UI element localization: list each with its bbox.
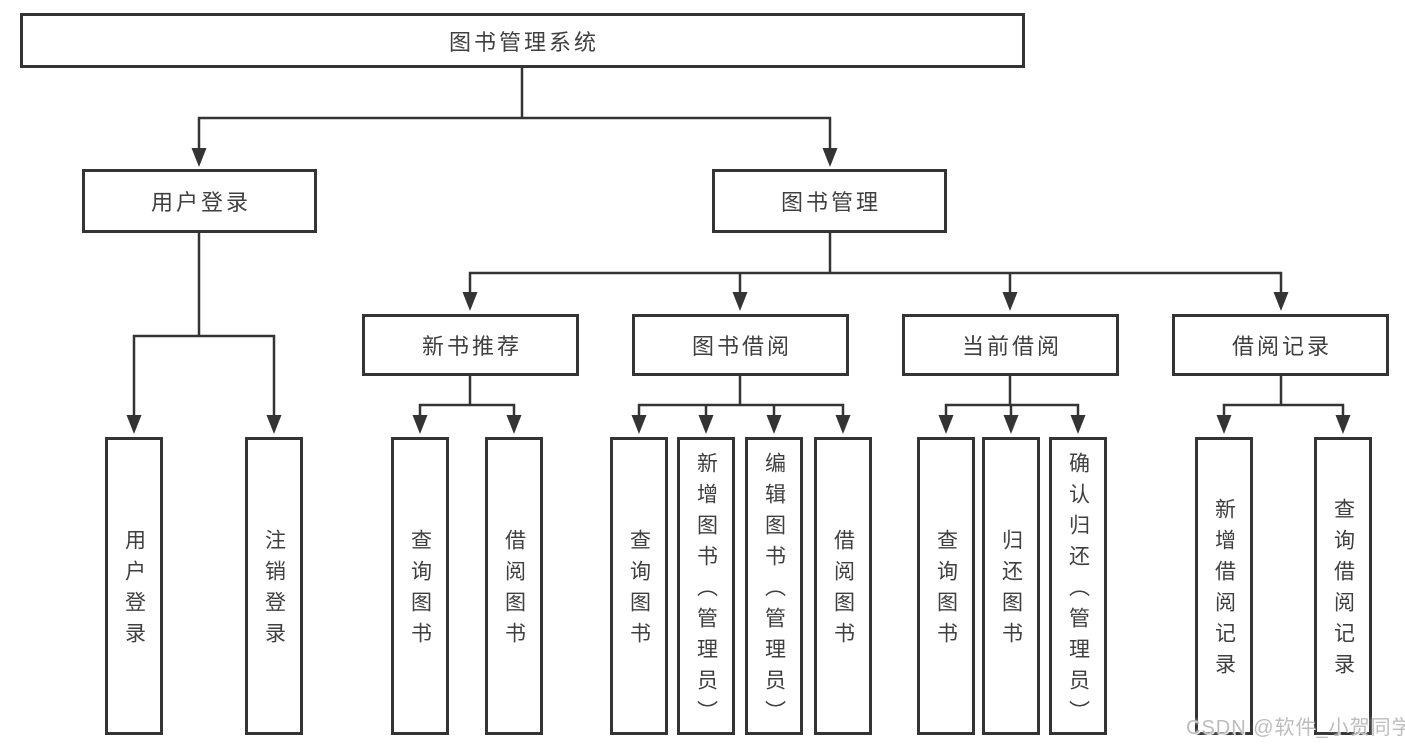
- leaf-label: 查询图书: [627, 529, 651, 653]
- leaf-label: 新增借阅记录: [1212, 498, 1236, 684]
- node-library-system: 图书管理系统: [20, 13, 1025, 68]
- node-label: 图书管理系统: [448, 29, 599, 55]
- leaf-label: 新增图书（管理员）: [694, 451, 718, 731]
- connector-lines: [132, 66, 1345, 419]
- leaf-label: 用户登录: [122, 529, 146, 653]
- node-new-book-recommend: 新书推荐: [362, 314, 579, 376]
- leaf-borrow-books: 借阅图书: [814, 437, 872, 735]
- leaf-query-books-borrowing: 查询图书: [610, 437, 668, 735]
- leaf-borrow-books-recommend: 借阅图书: [485, 437, 543, 735]
- node-borrowing-records: 借阅记录: [1172, 314, 1389, 376]
- leaf-query-books-recommend: 查询图书: [391, 437, 449, 735]
- leaf-add-borrow-record: 新增借阅记录: [1195, 437, 1253, 735]
- leaf-label: 归还图书: [999, 529, 1023, 653]
- node-label: 当前借阅: [961, 334, 1062, 359]
- node-book-management: 图书管理: [712, 169, 947, 233]
- leaf-user-login: 用户登录: [105, 437, 163, 735]
- leaf-edit-books-admin: 编辑图书（管理员）: [745, 437, 803, 735]
- leaf-query-borrow-record: 查询借阅记录: [1314, 437, 1372, 735]
- node-label: 借阅记录: [1231, 334, 1332, 359]
- leaf-label: 借阅图书: [502, 529, 526, 653]
- leaf-label: 查询图书: [934, 529, 958, 653]
- leaf-label: 确认归还（管理员）: [1066, 451, 1090, 731]
- csdn-watermark: CSDN @软件_小贺同学: [1186, 717, 1405, 739]
- node-book-borrowing: 图书借阅: [632, 314, 849, 376]
- node-user-login: 用户登录: [82, 169, 317, 233]
- leaf-label: 查询图书: [408, 529, 432, 653]
- leaf-label: 查询借阅记录: [1331, 498, 1355, 684]
- leaf-label: 编辑图书（管理员）: [762, 451, 786, 731]
- leaf-label: 注销登录: [262, 529, 286, 653]
- node-label: 用户登录: [150, 190, 251, 215]
- leaf-logout: 注销登录: [245, 437, 303, 735]
- leaf-confirm-return-admin: 确认归还（管理员）: [1049, 437, 1107, 735]
- node-current-borrowing: 当前借阅: [902, 314, 1119, 376]
- node-label: 图书管理: [780, 190, 881, 215]
- leaf-add-books-admin: 新增图书（管理员）: [677, 437, 735, 735]
- node-label: 图书借阅: [691, 334, 792, 359]
- leaf-return-books: 归还图书: [982, 437, 1040, 735]
- leaf-label: 借阅图书: [831, 529, 855, 653]
- leaf-query-books-current: 查询图书: [917, 437, 975, 735]
- node-label: 新书推荐: [421, 334, 522, 359]
